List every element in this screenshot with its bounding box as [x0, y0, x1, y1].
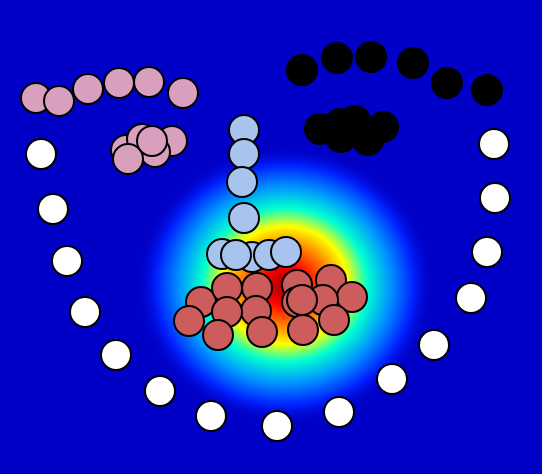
blue-stem-particle — [228, 202, 260, 234]
blue-stem-group — [206, 114, 302, 273]
pink-chain-particle — [103, 67, 135, 99]
black-arc-particle — [321, 42, 353, 74]
white-ring-particle — [455, 282, 487, 314]
red-cluster-particle — [173, 305, 205, 337]
black-cluster-particle — [367, 111, 399, 143]
red-cluster-particle — [287, 314, 319, 346]
black-arc-particle — [355, 41, 387, 73]
white-ring-particle — [479, 182, 511, 214]
black-cluster-particle — [341, 116, 373, 148]
red-cluster-particle — [318, 304, 350, 336]
white-ring-particle — [144, 375, 176, 407]
white-ring-particle — [51, 245, 83, 277]
particles-layer — [20, 41, 511, 442]
white-ring-particle — [323, 396, 355, 428]
red-cluster-particle — [246, 316, 278, 348]
white-ring-particle — [471, 236, 503, 268]
black-cluster-group — [304, 105, 399, 156]
black-arc-particle — [286, 54, 318, 86]
white-ring-particle — [25, 138, 57, 170]
white-ring-particle — [261, 410, 293, 442]
white-ring-particle — [37, 193, 69, 225]
blue-stem-particle — [228, 138, 260, 170]
red-cluster-particle — [286, 284, 318, 316]
white-ring-group — [25, 128, 511, 442]
pink-chain-particle — [43, 85, 75, 117]
black-arc-particle — [397, 47, 429, 79]
white-ring-particle — [100, 339, 132, 371]
white-ring-particle — [418, 329, 450, 361]
pink-chain-particle — [167, 77, 199, 109]
black-arc-particle — [431, 67, 463, 99]
white-ring-particle — [69, 296, 101, 328]
black-arc-particle — [471, 74, 503, 106]
white-ring-particle — [478, 128, 510, 160]
black-arc-group — [286, 41, 503, 106]
pink-cluster-particle — [136, 125, 168, 157]
pink-chain-group — [20, 66, 199, 117]
white-ring-particle — [376, 363, 408, 395]
blue-stem-particle — [270, 236, 302, 268]
pink-cluster-particle — [112, 143, 144, 175]
pink-chain-particle — [72, 73, 104, 105]
blue-stem-particle — [226, 166, 258, 198]
red-cluster-group — [173, 264, 368, 351]
pink-chain-particle — [133, 66, 165, 98]
pink-cluster-group — [110, 123, 188, 175]
blue-stem-particle — [220, 239, 252, 271]
red-cluster-particle — [202, 319, 234, 351]
white-ring-particle — [195, 400, 227, 432]
